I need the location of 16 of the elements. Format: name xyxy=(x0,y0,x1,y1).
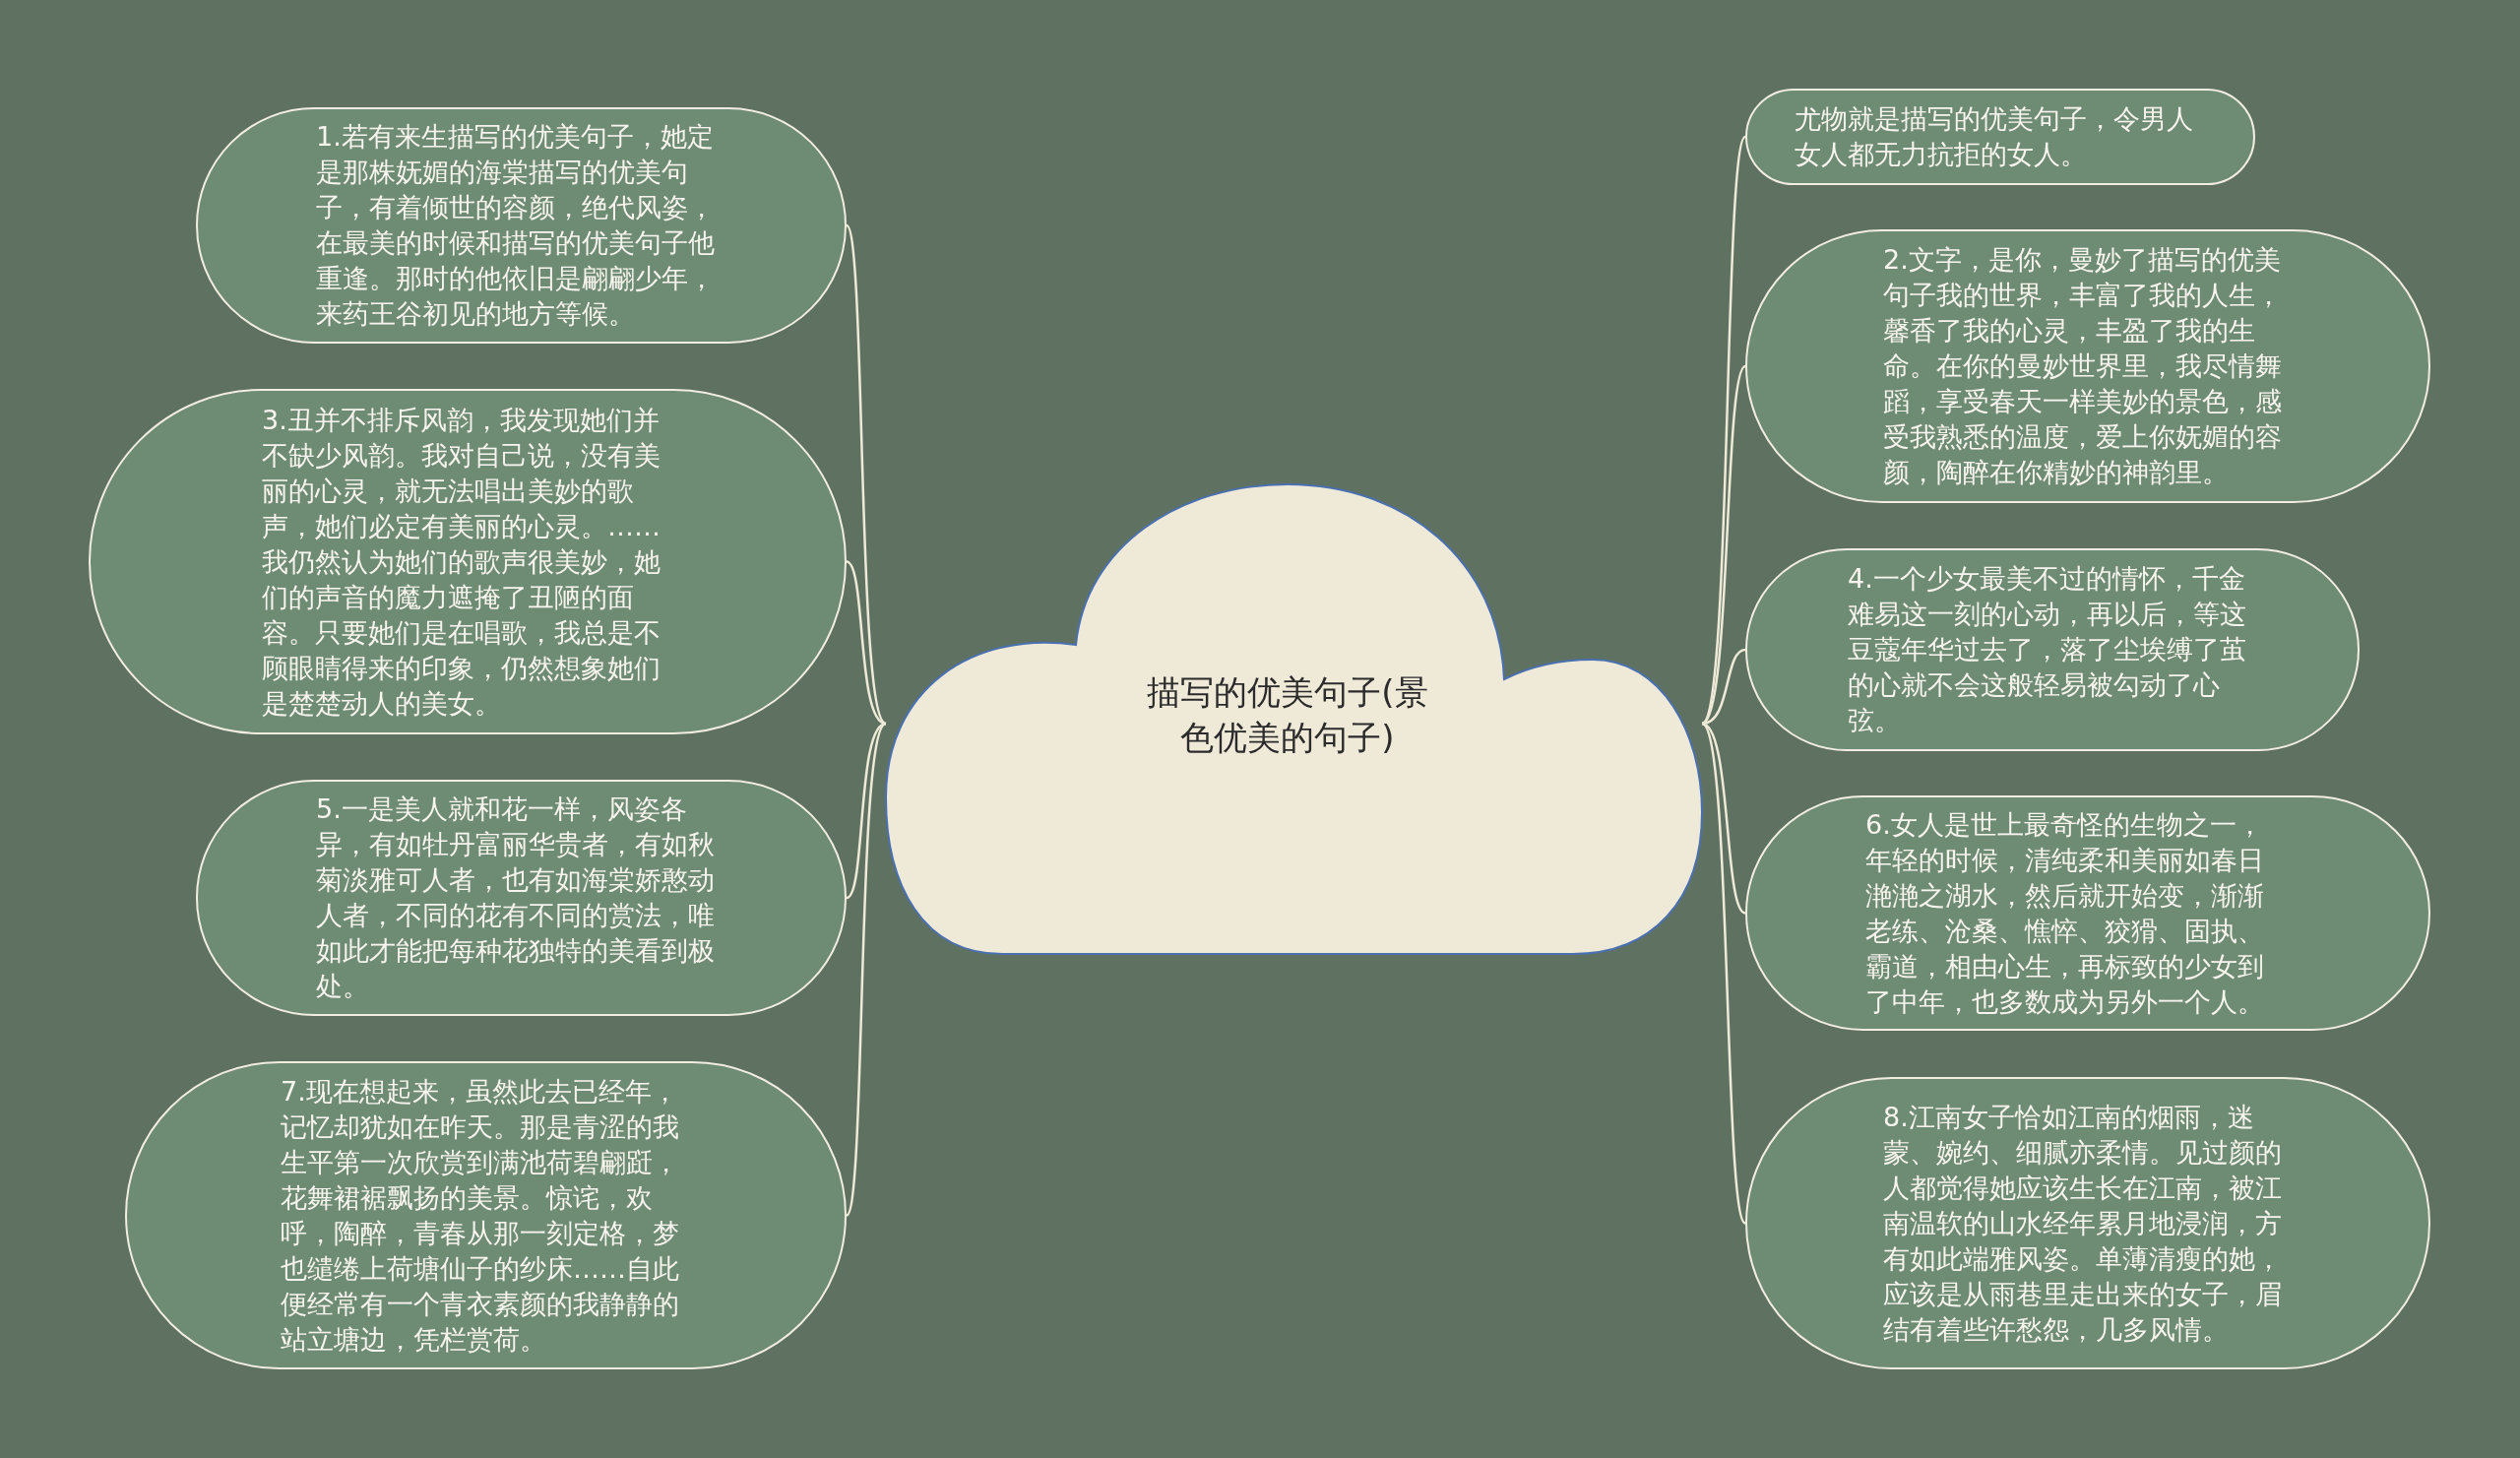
paragraph-text: 7.现在想起来，虽然此去已经年，记忆却犹如在昨天。那是青涩的我生平第一次欣赏到满池荷碧翩跹，花舞裙裾飘扬的美景。惊诧，欢呼，陶醉，青春从那一刻定格，梦也缱绻上荷塘仙子的纱床……自此便经常有一个青衣素颜的我静静的站立塘边，凭栏赏荷。 xyxy=(281,1075,680,1357)
paragraph-text: 尤物就是描写的优美句子，令男人女人都无力抗拒的女人。 xyxy=(1795,102,2194,171)
connector-line xyxy=(1700,723,1747,1225)
paragraph-text: 5.一是美人就和花一样，风姿各异，有如牡丹富丽华贵者，有如秋菊淡雅可人者，也有如海棠娇憨动人者，不同的花有不同的赏法，唯如此才能把每种花独特的美看到极处。 xyxy=(316,792,716,1003)
paragraph-text: 1.若有来生描写的优美句子，她定是那株妩媚的海棠描写的优美句子，有着倾世的容颜，绝代风姿，在最美的时候和描写的优美句子他重逢。那时的他依旧是翩翩少年，来药王谷初见的地方等候。 xyxy=(316,120,716,331)
paragraph-text: 8.江南女子恰如江南的烟雨，迷蒙、婉约、细腻亦柔情。见过颜的人都觉得她应该生长在江南，被江南温软的山水经年累月地浸润，方有如此端雅风姿。单薄清瘦的她，应该是从雨巷里走出来的女子，眉结有着些许愁怨，几多风情。 xyxy=(1883,1101,2283,1347)
connector-line xyxy=(1701,648,1746,726)
paragraph-text: 4.一个少女最美不过的情怀，千金难易这一刻的心动，再以后，等这豆蔻年华过去了，落了尘埃缚了茧的心就不会这般轻易被勾动了心弦。 xyxy=(1848,562,2247,737)
connector-line xyxy=(846,722,887,899)
connector-line xyxy=(845,723,888,1216)
paragraph-text: 6.女人是世上最奇怪的生物之一，年轻的时候，清纯柔和美丽如春日滟滟之湖水，然后就开始变，渐渐老练、沧桑、憔悴、狡猾、固执、霸道，相由心生，再标致的少女到了中年，也多数成为另外一个人。 xyxy=(1865,808,2265,1019)
paragraph-text: 3.丑并不排斥风韵，我发现她们并不缺少风韵。我对自己说，没有美丽的心灵，就无法唱出美妙的歌声，她们必定有美丽的心灵。……我仍然认为她们的歌声很美妙，她们的声音的魔力遮掩了丑陋的面容。只要她们是在唱歌，我总是不顾眼睛得来的印象，仍然想象她们是楚楚动人的美女。 xyxy=(262,404,662,721)
connector-line xyxy=(1701,722,1746,915)
central-topic-text: 描写的优美句子(景色优美的句子) xyxy=(1146,671,1429,759)
paragraph-text: 2.文字，是你，曼妙了描写的优美句子我的世界，丰富了我的人生，馨香了我的心灵，丰盈了我的生命。在你的曼妙世界里，我尽情舞蹈，享受春天一样美妙的景色，感受我熟悉的温度，爱上你妩媚的容颜，陶醉在你精妙的神韵里。 xyxy=(1883,243,2283,489)
connector-line xyxy=(846,560,887,726)
